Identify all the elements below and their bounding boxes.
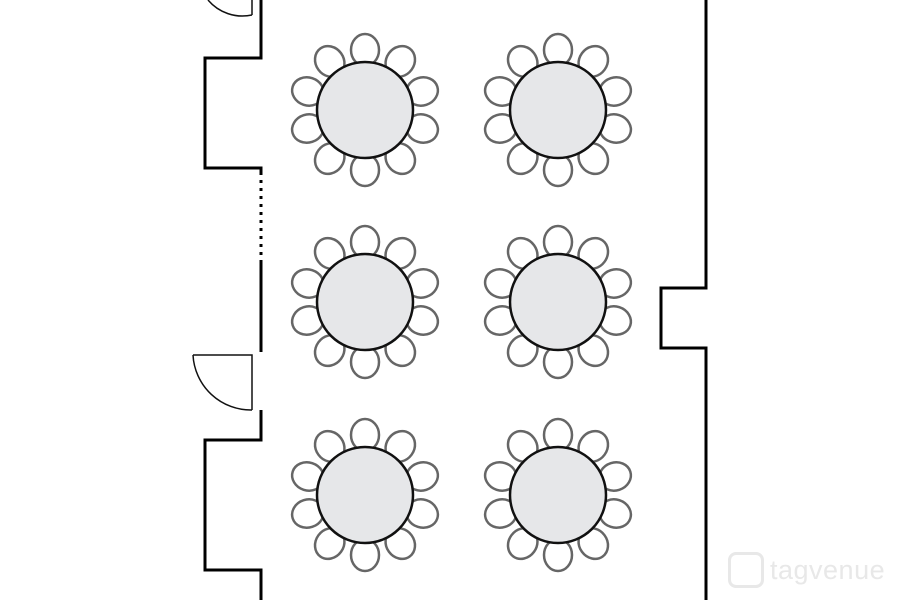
- round-table: [315, 252, 415, 352]
- left-wall-lower: [203, 410, 263, 600]
- round-table-group: [290, 417, 440, 573]
- watermark-text: tagvenue: [770, 554, 886, 585]
- round-table: [315, 60, 415, 160]
- round-table-group: [483, 32, 633, 188]
- right-wall: [659, 0, 708, 600]
- tables: [290, 32, 633, 573]
- round-table-group: [290, 32, 440, 188]
- door-top: [207, 0, 253, 17]
- round-table-group: [290, 224, 440, 380]
- walls: [203, 0, 708, 600]
- watermark: tagvenue: [728, 552, 885, 588]
- round-table: [508, 60, 608, 160]
- door-left: [192, 354, 253, 411]
- left-wall-upper: [203, 0, 263, 172]
- doors: [192, 0, 253, 411]
- round-table-group: [483, 417, 633, 573]
- round-table-group: [483, 224, 633, 380]
- round-table: [508, 445, 608, 545]
- round-table: [508, 252, 608, 352]
- round-table: [315, 445, 415, 545]
- tagvenue-logo-icon: [728, 552, 764, 588]
